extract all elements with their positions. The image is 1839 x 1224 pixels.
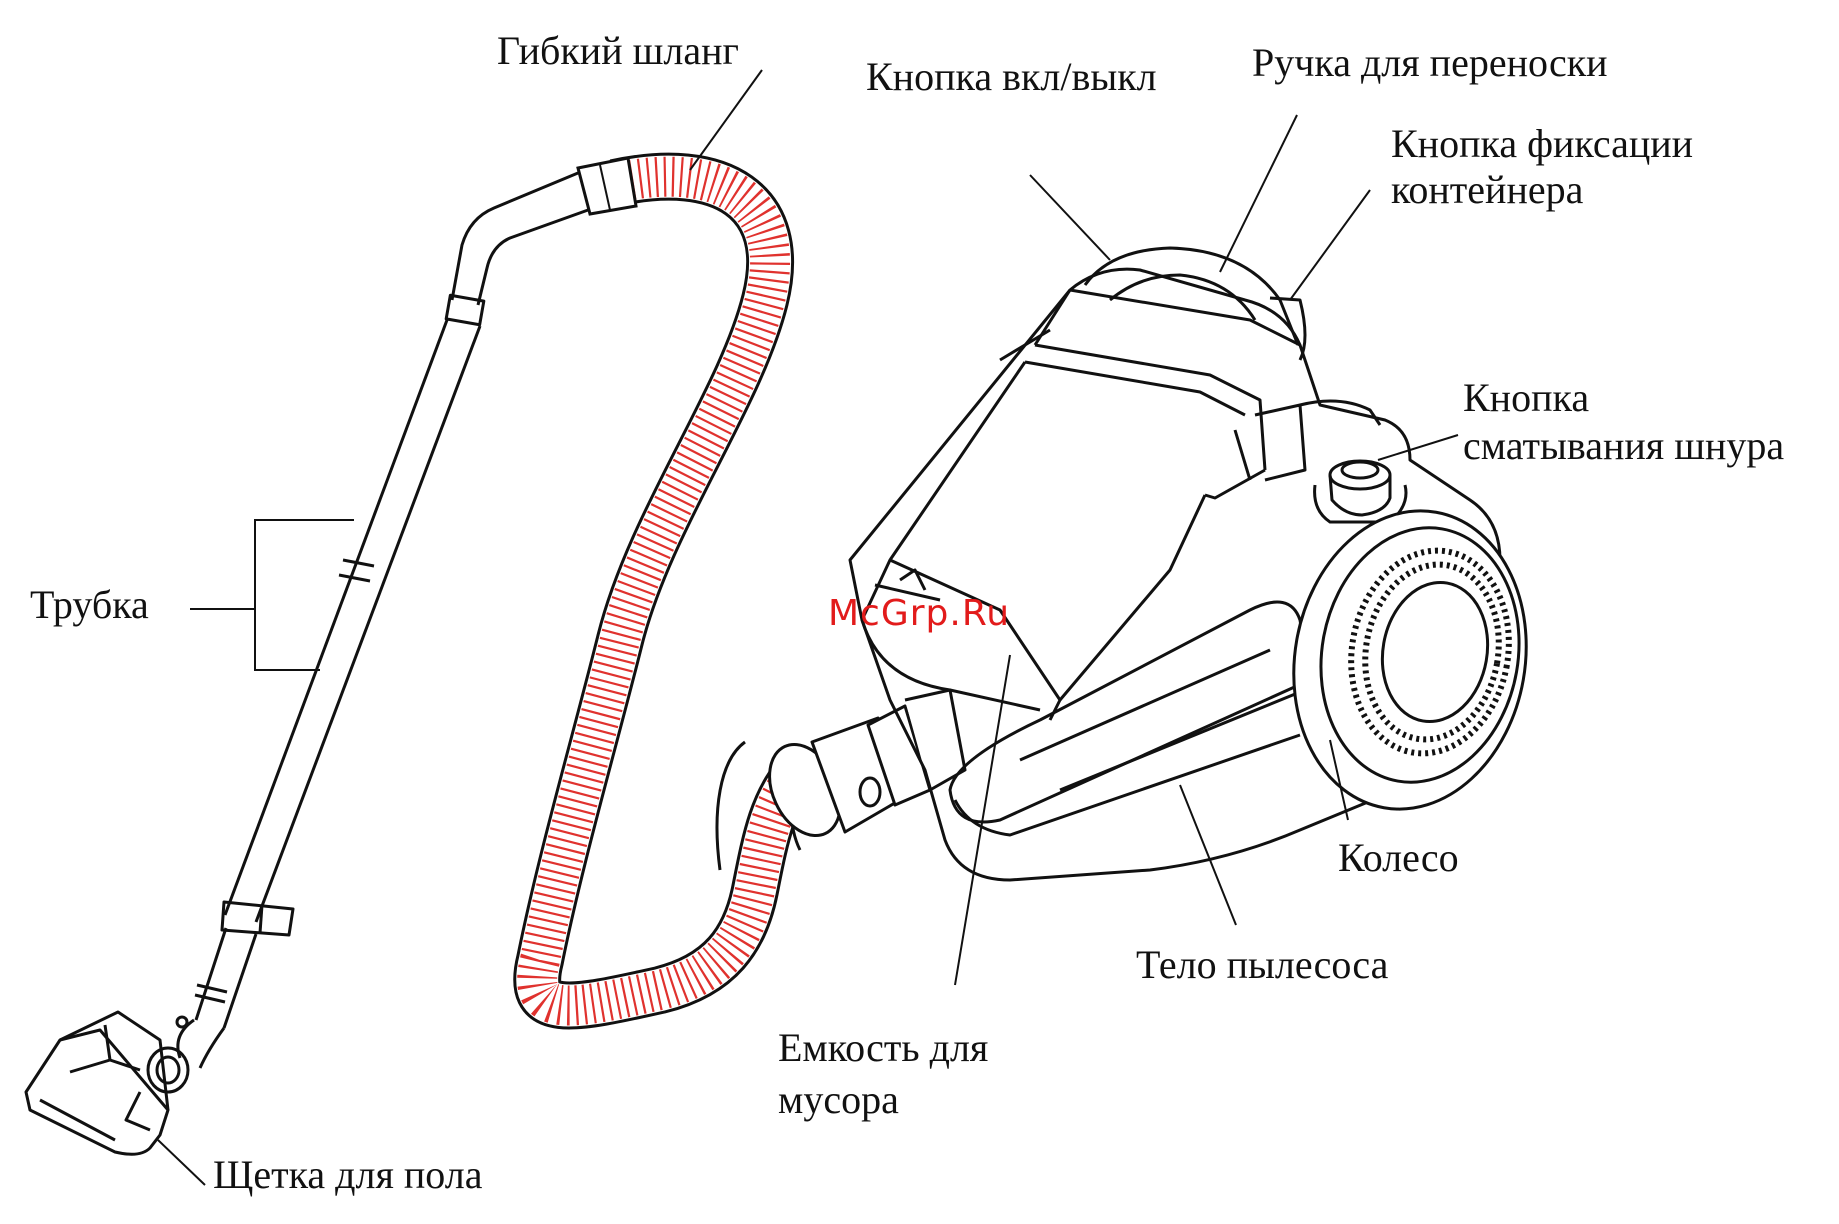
label-cord-rewind-line1: Кнопка	[1463, 373, 1589, 423]
leader-lines	[158, 70, 1458, 1185]
leader-power-button	[1030, 175, 1110, 260]
floor-brush	[26, 1012, 188, 1154]
flexible-hose	[537, 158, 800, 1005]
label-cord-rewind-line2: сматывания шнура	[1463, 421, 1784, 471]
label-tube: Трубка	[30, 580, 149, 630]
label-carry-handle: Ручка для переноски	[1252, 38, 1608, 88]
label-power-button: Кнопка вкл/выкл	[866, 52, 1157, 102]
watermark: McGrp.Ru	[828, 593, 1010, 634]
label-dust-container-line1: Емкость для	[778, 1023, 988, 1073]
label-container-lock-line2: контейнера	[1391, 165, 1583, 215]
leader-floor-brush	[158, 1140, 205, 1185]
label-hose: Гибкий шланг	[497, 26, 739, 76]
leader-container-lock	[1290, 190, 1370, 300]
leader-cord-rewind	[1378, 435, 1458, 460]
leader-carry-handle	[1220, 115, 1297, 272]
label-wheel: Колесо	[1338, 833, 1459, 883]
wheel	[1271, 492, 1550, 827]
leader-tube-bracket	[255, 520, 354, 670]
label-body: Тело пылесоса	[1136, 940, 1388, 990]
label-dust-container-line2: мусора	[778, 1075, 899, 1125]
label-floor-brush: Щетка для пола	[213, 1150, 482, 1200]
label-container-lock-line1: Кнопка фиксации	[1391, 119, 1693, 169]
leader-hose	[690, 70, 762, 170]
